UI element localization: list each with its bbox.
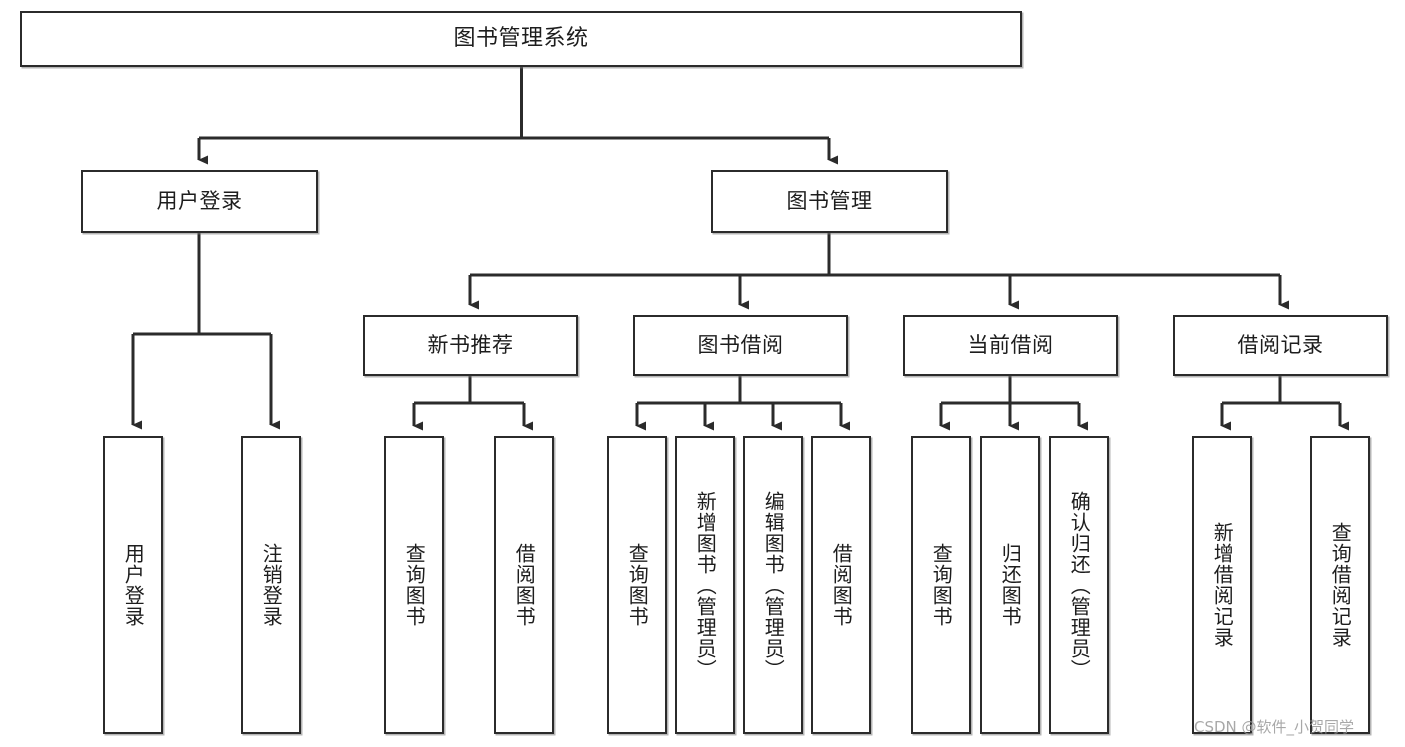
node-当前借阅[interactable]: 当前借阅 (903, 315, 1118, 376)
node-label: 新增图书（管理员） (693, 490, 718, 680)
node-label: 查询图书 (402, 543, 427, 627)
leaf-新书推荐-查询图书[interactable]: 查询图书 (384, 436, 444, 734)
node-label: 借阅图书 (512, 543, 537, 627)
node-图书借阅[interactable]: 图书借阅 (633, 315, 848, 376)
node-label: 确认归还（管理员） (1067, 490, 1092, 680)
leaf-查询借阅记录[interactable]: 查询借阅记录 (1310, 436, 1370, 734)
node-新书推荐[interactable]: 新书推荐 (363, 315, 578, 376)
node-label: 借阅图书 (829, 543, 854, 627)
leaf-新增图书-管理员[interactable]: 新增图书（管理员） (675, 436, 735, 734)
node-label: 图书管理系统 (453, 25, 589, 51)
node-label: 新增借阅记录 (1210, 522, 1235, 648)
node-label: 编辑图书（管理员） (761, 490, 786, 680)
node-label: 查询借阅记录 (1328, 522, 1353, 648)
node-label: 用户登录 (156, 188, 243, 213)
node-label: 借阅记录 (1237, 332, 1324, 357)
leaf-新书推荐-借阅图书[interactable]: 借阅图书 (494, 436, 554, 734)
leaf-图书借阅-借阅图书[interactable]: 借阅图书 (811, 436, 871, 734)
node-label: 注销登录 (259, 543, 284, 627)
node-图书管理[interactable]: 图书管理 (711, 170, 948, 233)
leaf-注销登录[interactable]: 注销登录 (241, 436, 301, 734)
node-label: 归还图书 (998, 543, 1023, 627)
leaf-归还图书[interactable]: 归还图书 (980, 436, 1040, 734)
node-label: 新书推荐 (427, 332, 514, 357)
leaf-新增借阅记录[interactable]: 新增借阅记录 (1192, 436, 1252, 734)
node-root-图书管理系统[interactable]: 图书管理系统 (20, 11, 1022, 67)
watermark-csdn: CSDN @软件_小贺同学 (1194, 718, 1355, 736)
leaf-图书借阅-查询图书[interactable]: 查询图书 (607, 436, 667, 734)
leaf-当前借阅-查询图书[interactable]: 查询图书 (911, 436, 971, 734)
node-用户登录[interactable]: 用户登录 (81, 170, 318, 233)
node-label: 图书借阅 (697, 332, 784, 357)
leaf-编辑图书-管理员[interactable]: 编辑图书（管理员） (743, 436, 803, 734)
node-label: 当前借阅 (967, 332, 1054, 357)
node-label: 查询图书 (625, 543, 650, 627)
node-label: 查询图书 (929, 543, 954, 627)
node-label: 图书管理 (786, 188, 873, 213)
leaf-确认归还-管理员[interactable]: 确认归还（管理员） (1049, 436, 1109, 734)
node-借阅记录[interactable]: 借阅记录 (1173, 315, 1388, 376)
node-label: 用户登录 (121, 543, 146, 627)
leaf-用户登录[interactable]: 用户登录 (103, 436, 163, 734)
